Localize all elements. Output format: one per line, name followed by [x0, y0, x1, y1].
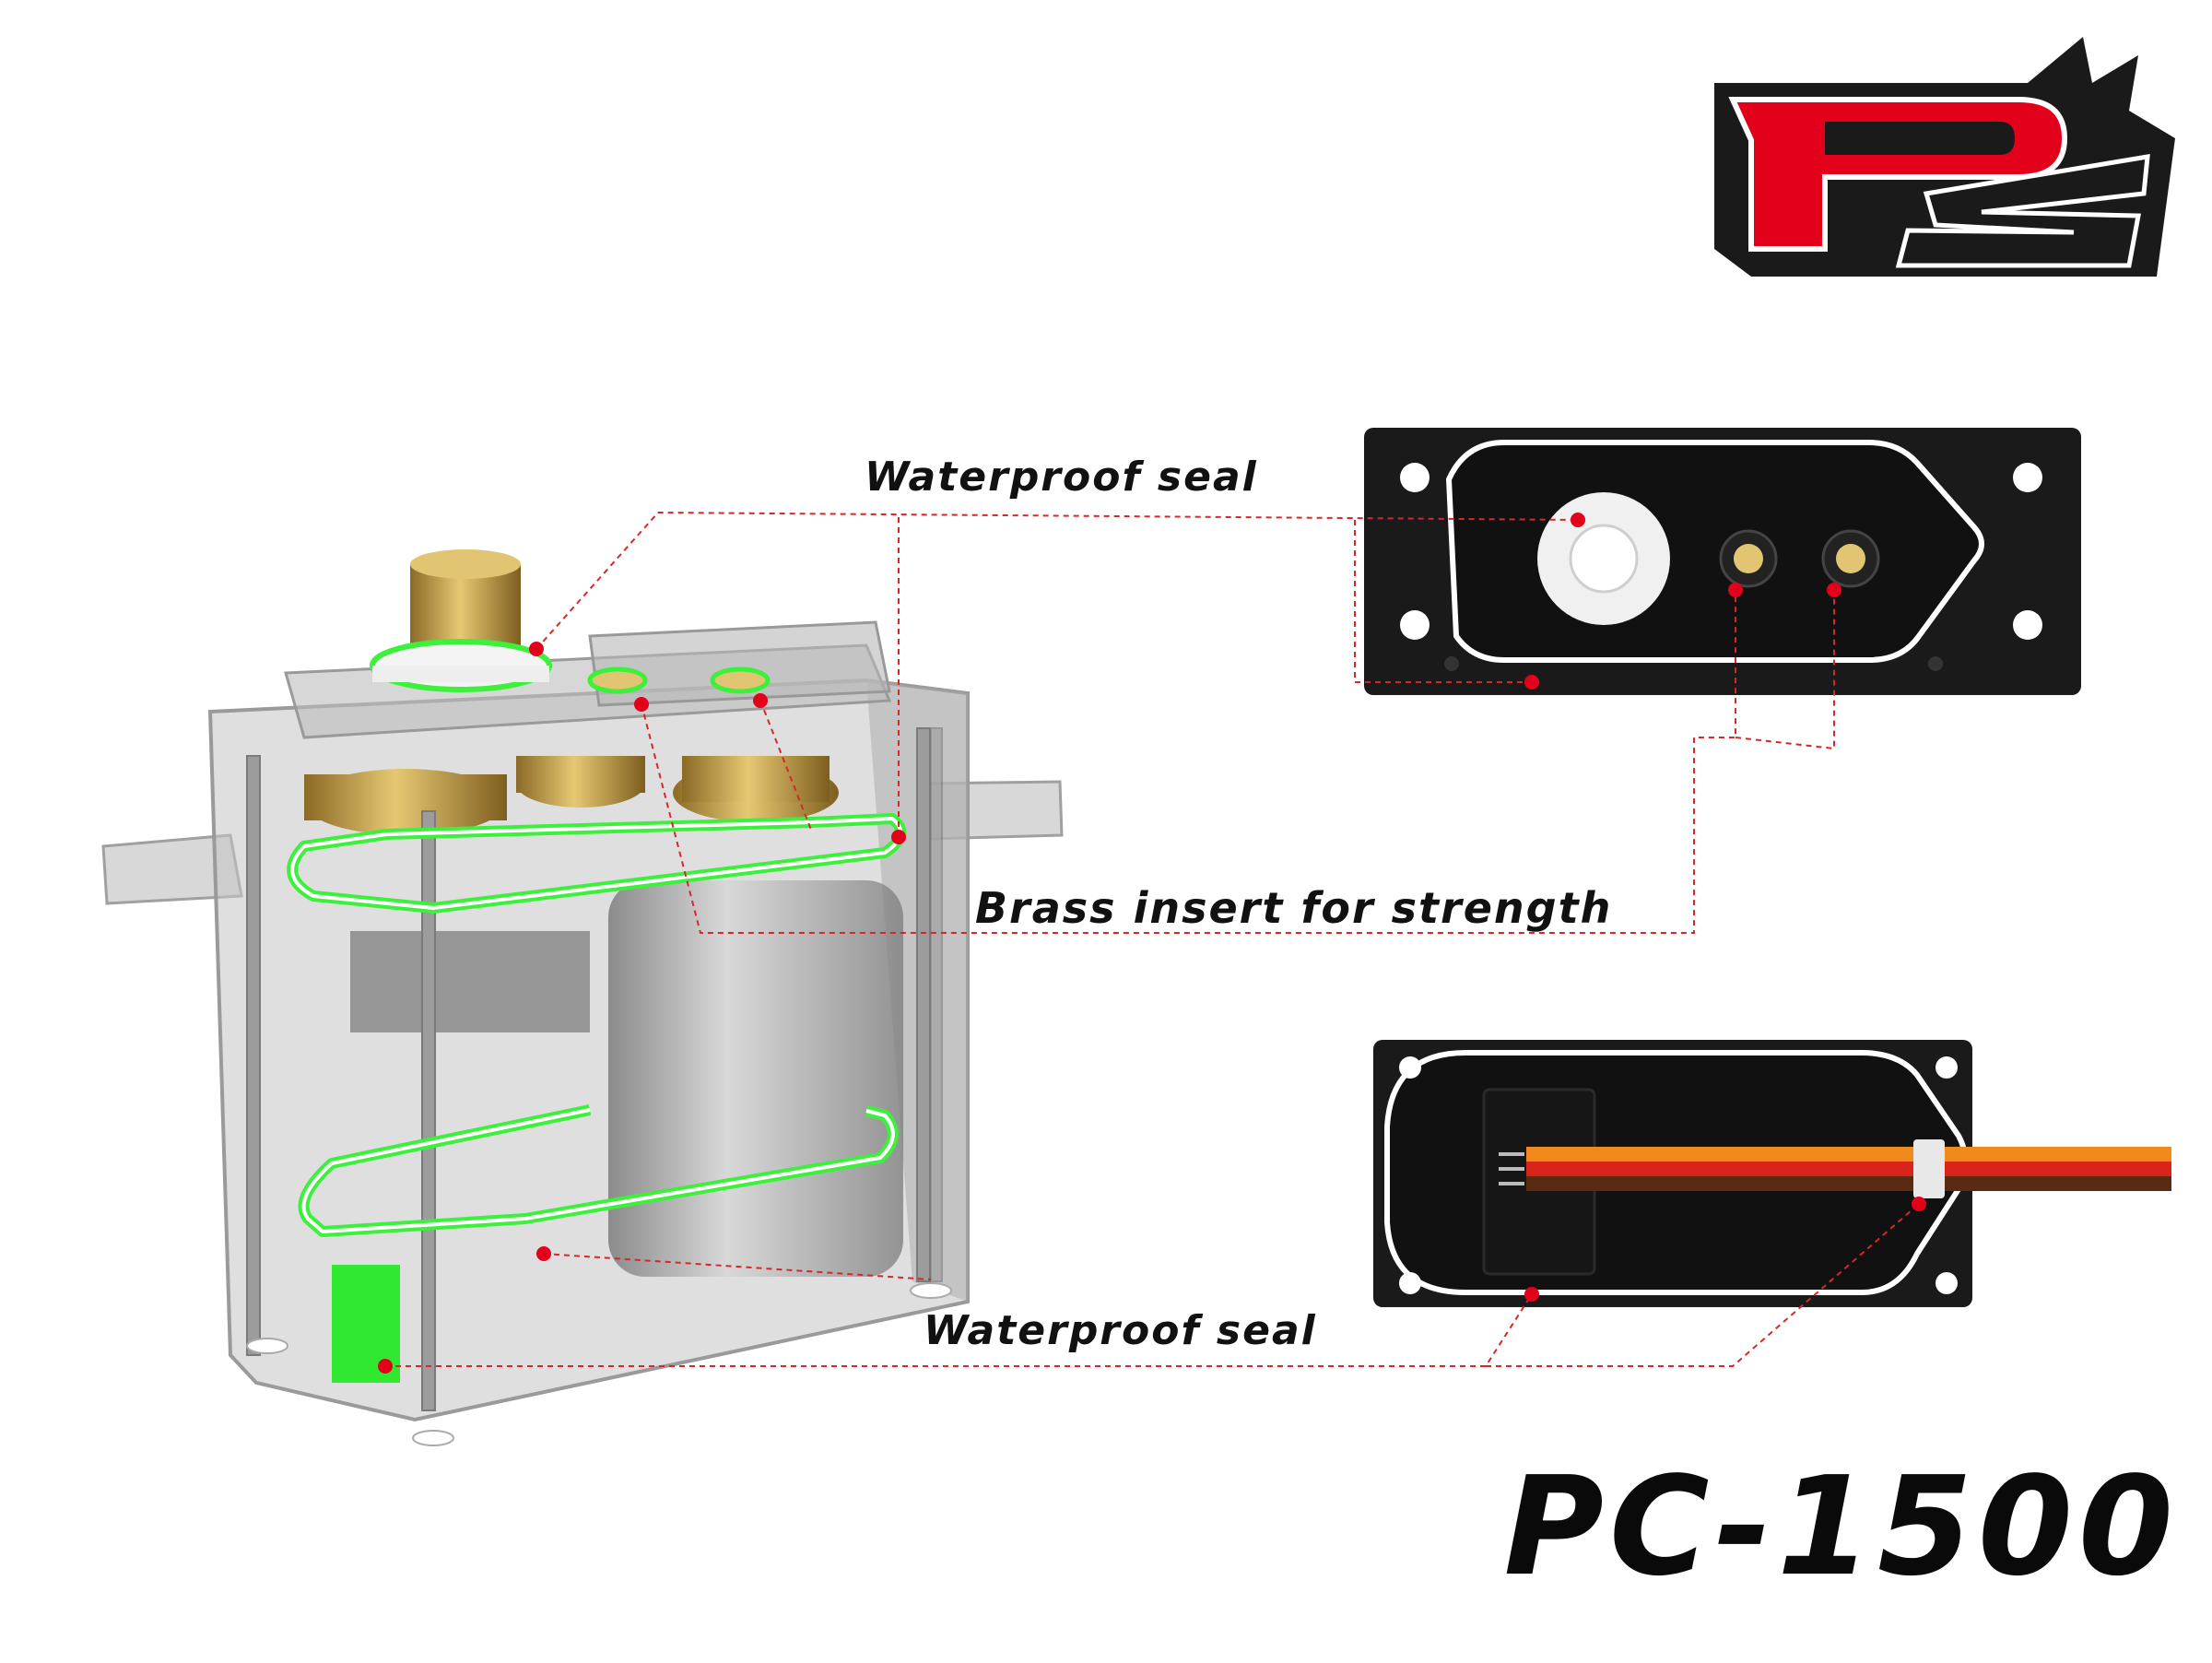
callout-dots	[378, 513, 1926, 1374]
callout-lines	[385, 511, 1920, 1367]
top-case-view	[1364, 428, 2081, 695]
motor-can	[608, 880, 903, 1277]
top-case-seal	[1445, 440, 1984, 663]
top-brass-1	[1734, 544, 1763, 573]
wire-red	[1526, 1162, 2171, 1176]
model-name: PC-1500	[1503, 1447, 2179, 1606]
case-screws	[246, 727, 943, 1411]
top-brass-2	[1836, 544, 1865, 573]
wire-orange	[1526, 1147, 2171, 1162]
bottom-case-view	[1373, 1040, 2171, 1307]
servo-body	[101, 549, 1064, 1446]
circuit-board	[350, 931, 590, 1032]
callout-brass-insert: Brass insert for strength	[975, 883, 1613, 933]
wire-seal-plug	[1913, 1139, 1945, 1198]
case-seal-lower	[301, 1108, 895, 1233]
case-seal-upper	[290, 817, 903, 910]
brass-insert-1	[587, 666, 648, 694]
wire-brown	[1526, 1176, 2171, 1191]
callout-waterproof-seal-bottom: Waterproof seal	[924, 1307, 1317, 1354]
callout-waterproof-seal-top: Waterproof seal	[865, 454, 1258, 501]
brand-logo	[1714, 37, 2175, 277]
brass-insert-2	[710, 666, 771, 694]
